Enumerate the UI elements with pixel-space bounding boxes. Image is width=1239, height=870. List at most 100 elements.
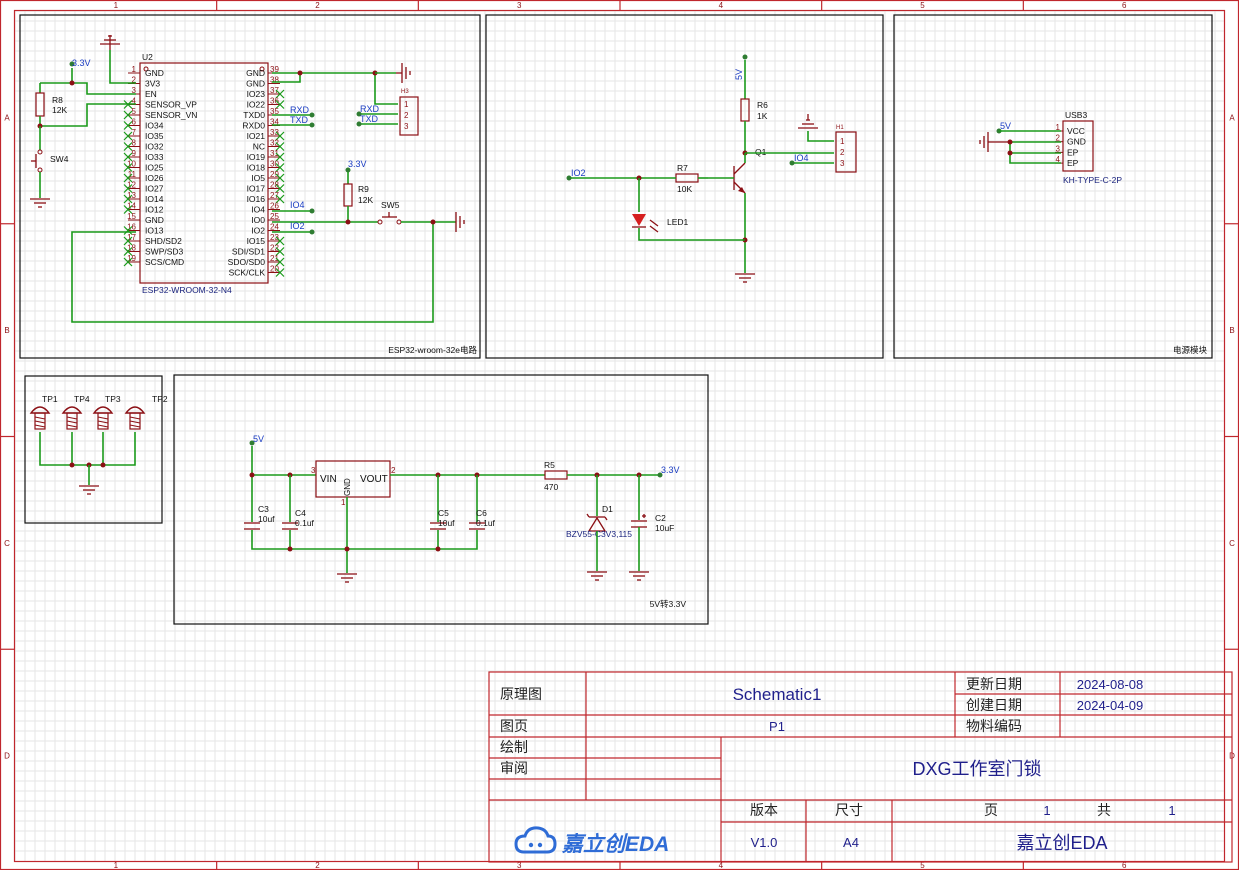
ruler-col-label: 4 xyxy=(719,1,724,10)
u2-pin-number: 30 xyxy=(270,160,279,169)
testpoint[interactable] xyxy=(61,406,83,430)
c3-val: 10uf xyxy=(258,514,275,524)
u2-ref: U2 xyxy=(142,52,153,62)
sw5-ref: SW5 xyxy=(381,200,400,210)
testpoint[interactable] xyxy=(92,406,114,430)
title-block: 原理图 Schematic1 更新日期 2024-08-08 创建日期 2024… xyxy=(488,671,1233,863)
q1-ref: Q1 xyxy=(755,147,767,157)
tb-updated-key: 更新日期 xyxy=(966,676,1022,692)
u2-pin-number: 23 xyxy=(270,233,279,242)
ldo-regulator[interactable] xyxy=(315,460,391,498)
u2-pin-name: SDI/SD1 xyxy=(232,247,265,257)
u2-esp32-module[interactable] xyxy=(139,62,269,284)
gnd-symbol xyxy=(396,63,411,83)
h1-header[interactable] xyxy=(835,131,857,173)
tb-page-value: P1 xyxy=(769,719,785,734)
usb3-connector[interactable] xyxy=(1062,120,1094,172)
r8-ref: R8 xyxy=(52,95,63,105)
u2-pin-number: 15 xyxy=(127,212,136,221)
r5-resistor[interactable] xyxy=(544,470,568,480)
u2-pin-name: IO4 xyxy=(251,205,265,215)
tb-size-value: A4 xyxy=(843,835,859,850)
c4-val: 0.1uf xyxy=(295,518,315,528)
u2-pin-name: IO18 xyxy=(247,163,266,173)
no-connect-mark xyxy=(123,205,133,214)
led1-diode[interactable] xyxy=(632,214,659,233)
r8-resistor[interactable] xyxy=(35,92,45,117)
c3-capacitor[interactable] xyxy=(244,522,260,530)
gnd-symbol xyxy=(337,573,357,583)
rail-5v-reg: 5V xyxy=(253,434,264,444)
no-connect-mark xyxy=(123,257,133,267)
power-block-label: 电源模块 xyxy=(1173,345,1208,355)
usb3-pin-name: EP xyxy=(1067,158,1079,168)
tb-pg-value: 1 xyxy=(1043,803,1050,818)
ldo-pin2: 2 xyxy=(391,466,396,475)
c5-capacitor[interactable] xyxy=(430,522,446,530)
tb-schematic-value: Schematic1 xyxy=(733,685,822,704)
tb-version-key: 版本 xyxy=(750,802,778,818)
tb-version-value: V1.0 xyxy=(751,835,778,850)
u2-pin-name: SCS/CMD xyxy=(145,257,184,267)
h3-net-txd: TXD xyxy=(360,114,379,124)
u2-pin-name: IO34 xyxy=(145,121,164,131)
u2-pin-name: IO32 xyxy=(145,142,164,152)
tb-project-name: DXG工作室门锁 xyxy=(912,759,1041,779)
no-connect-mark xyxy=(123,110,133,120)
u2-pin-number: 26 xyxy=(270,202,279,211)
gnd-symbol xyxy=(979,132,1010,152)
h3-pin1: 1 xyxy=(404,100,409,109)
no-connect-mark xyxy=(123,173,133,183)
u2-pin-name: SENSOR_VN xyxy=(145,110,197,120)
d1-ref: D1 xyxy=(602,504,613,514)
h3-header[interactable] xyxy=(399,96,419,136)
net-io4: IO4 xyxy=(290,200,305,210)
u2-pin-name: IO21 xyxy=(247,131,266,141)
u2-pin-number: 28 xyxy=(270,181,279,190)
no-connect-mark xyxy=(275,184,285,193)
ldo-vin: VIN xyxy=(320,474,337,485)
q1-transistor[interactable] xyxy=(733,162,746,194)
u2-pin-name: IO19 xyxy=(247,152,266,162)
ldo-vout: VOUT xyxy=(360,474,388,485)
c4-capacitor[interactable] xyxy=(282,522,298,530)
testpoint[interactable] xyxy=(29,406,51,430)
u2-pin-name: IO25 xyxy=(145,163,164,173)
u2-pin-name: TXD0 xyxy=(243,110,265,120)
ruler-row-label: C xyxy=(4,539,10,548)
gnd-symbol xyxy=(629,571,649,581)
u2-pin-name: IO22 xyxy=(247,100,266,110)
u2-pin-name: IO33 xyxy=(145,152,164,162)
net-rxd: RXD xyxy=(290,105,310,115)
d1-val: BZV55-C3V3,115 xyxy=(566,529,632,539)
c6-capacitor[interactable] xyxy=(469,522,485,530)
u2-pin-number: 5 xyxy=(132,107,137,116)
h1-pin1: 1 xyxy=(840,137,845,146)
u2-pin-number: 1 xyxy=(132,65,137,74)
u2-right-pins: 39GND38GND37IO2336IO2235TXD034RXD033IO21… xyxy=(228,65,285,278)
no-connect-mark xyxy=(123,131,133,141)
usb3-pin-name: GND xyxy=(1067,137,1086,147)
tb-created-key: 创建日期 xyxy=(966,697,1022,713)
tb-total-value: 1 xyxy=(1168,803,1175,818)
sw5-switch[interactable] xyxy=(377,212,402,225)
usb3-ref: USB3 xyxy=(1065,110,1087,120)
net-io2: IO2 xyxy=(290,221,305,231)
c3-ref: C3 xyxy=(258,504,269,514)
u2-pin-name: IO16 xyxy=(247,194,266,204)
u2-pin-number: 3 xyxy=(132,86,137,95)
tb-drawn-key: 绘制 xyxy=(500,739,528,755)
testpoint-ref: TP3 xyxy=(105,394,121,404)
testpoint[interactable] xyxy=(124,406,146,430)
ldo-pin1: 1 xyxy=(341,498,346,507)
net-txd: TXD xyxy=(290,115,309,125)
pin1-marker xyxy=(143,66,149,72)
h1-ref: H1 xyxy=(836,125,844,131)
ruler-row-label: C xyxy=(1229,539,1235,548)
u2-pin-name: SHD/SD2 xyxy=(145,236,182,246)
gnd-symbol xyxy=(30,198,50,208)
ldo-gnd: GND xyxy=(343,478,352,496)
